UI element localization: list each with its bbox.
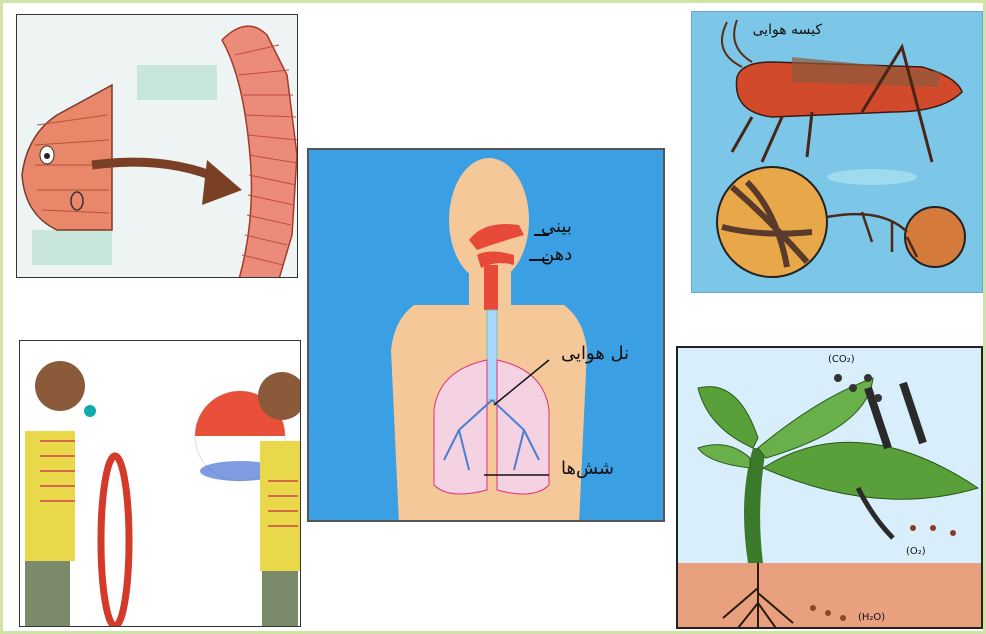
trachea — [487, 310, 497, 400]
label-lungs: شش‌ها — [561, 458, 614, 479]
label-mouth: دهن — [541, 244, 572, 265]
fish-gill-illustration — [17, 15, 298, 278]
grasshopper-wing — [792, 57, 942, 87]
branching-tubes — [827, 212, 917, 257]
co2-molecule — [834, 374, 842, 382]
fish-pupil — [44, 153, 50, 159]
child-head-left — [35, 361, 85, 411]
h2o-molecule — [825, 610, 831, 616]
o2-molecule — [930, 525, 936, 531]
soil — [678, 563, 983, 629]
h2o-molecule — [840, 615, 846, 621]
leaf-top — [698, 387, 758, 448]
plant-gas-exchange-illustration — [678, 348, 983, 629]
label-h2o: (H₂O) — [858, 612, 885, 623]
fish-head — [22, 85, 112, 230]
plant-gas-exchange-panel: (CO₂) (O₂) (H₂O) — [676, 346, 983, 629]
balloon-breathing-illustration — [20, 341, 301, 627]
mouthpiece-left — [84, 405, 96, 417]
pharynx — [484, 265, 498, 310]
human-respiratory-panel: بینی دهن نل هوایی شش‌ها — [307, 148, 665, 522]
balloon-breathing-panel — [19, 340, 301, 627]
leaf-small — [698, 445, 750, 468]
label-nose: بینی — [541, 216, 572, 237]
gill-structure — [222, 26, 297, 278]
faded-patch — [137, 65, 217, 100]
highlight — [827, 169, 917, 185]
h2o-molecule — [810, 605, 816, 611]
grasshopper-illustration — [692, 12, 983, 293]
grasshopper-panel: کیسه هوایی — [691, 11, 983, 293]
child-shirt-left — [25, 431, 75, 561]
label-co2: (CO₂) — [828, 354, 855, 365]
leaf-large — [763, 442, 978, 499]
co2-molecule — [849, 384, 857, 392]
child-shirt-right — [260, 441, 300, 571]
faded-patch — [32, 230, 112, 265]
antenna — [722, 20, 752, 67]
label-o2: (O₂) — [906, 546, 926, 557]
arrow-head — [202, 160, 242, 205]
air-sac-zoom-circle — [905, 207, 965, 267]
o2-molecule — [950, 530, 956, 536]
child-pants-right — [262, 571, 298, 627]
fish-gill-panel — [16, 14, 298, 278]
label-air-sac: کیسه هوایی — [753, 22, 822, 38]
co2-arrows — [868, 383, 923, 448]
label-windpipe: نل هوایی — [561, 343, 629, 364]
deflated-balloon — [101, 456, 129, 626]
child-pants-left — [25, 561, 70, 627]
co2-molecule — [874, 394, 882, 402]
o2-molecule — [910, 525, 916, 531]
co2-molecule — [864, 374, 872, 382]
